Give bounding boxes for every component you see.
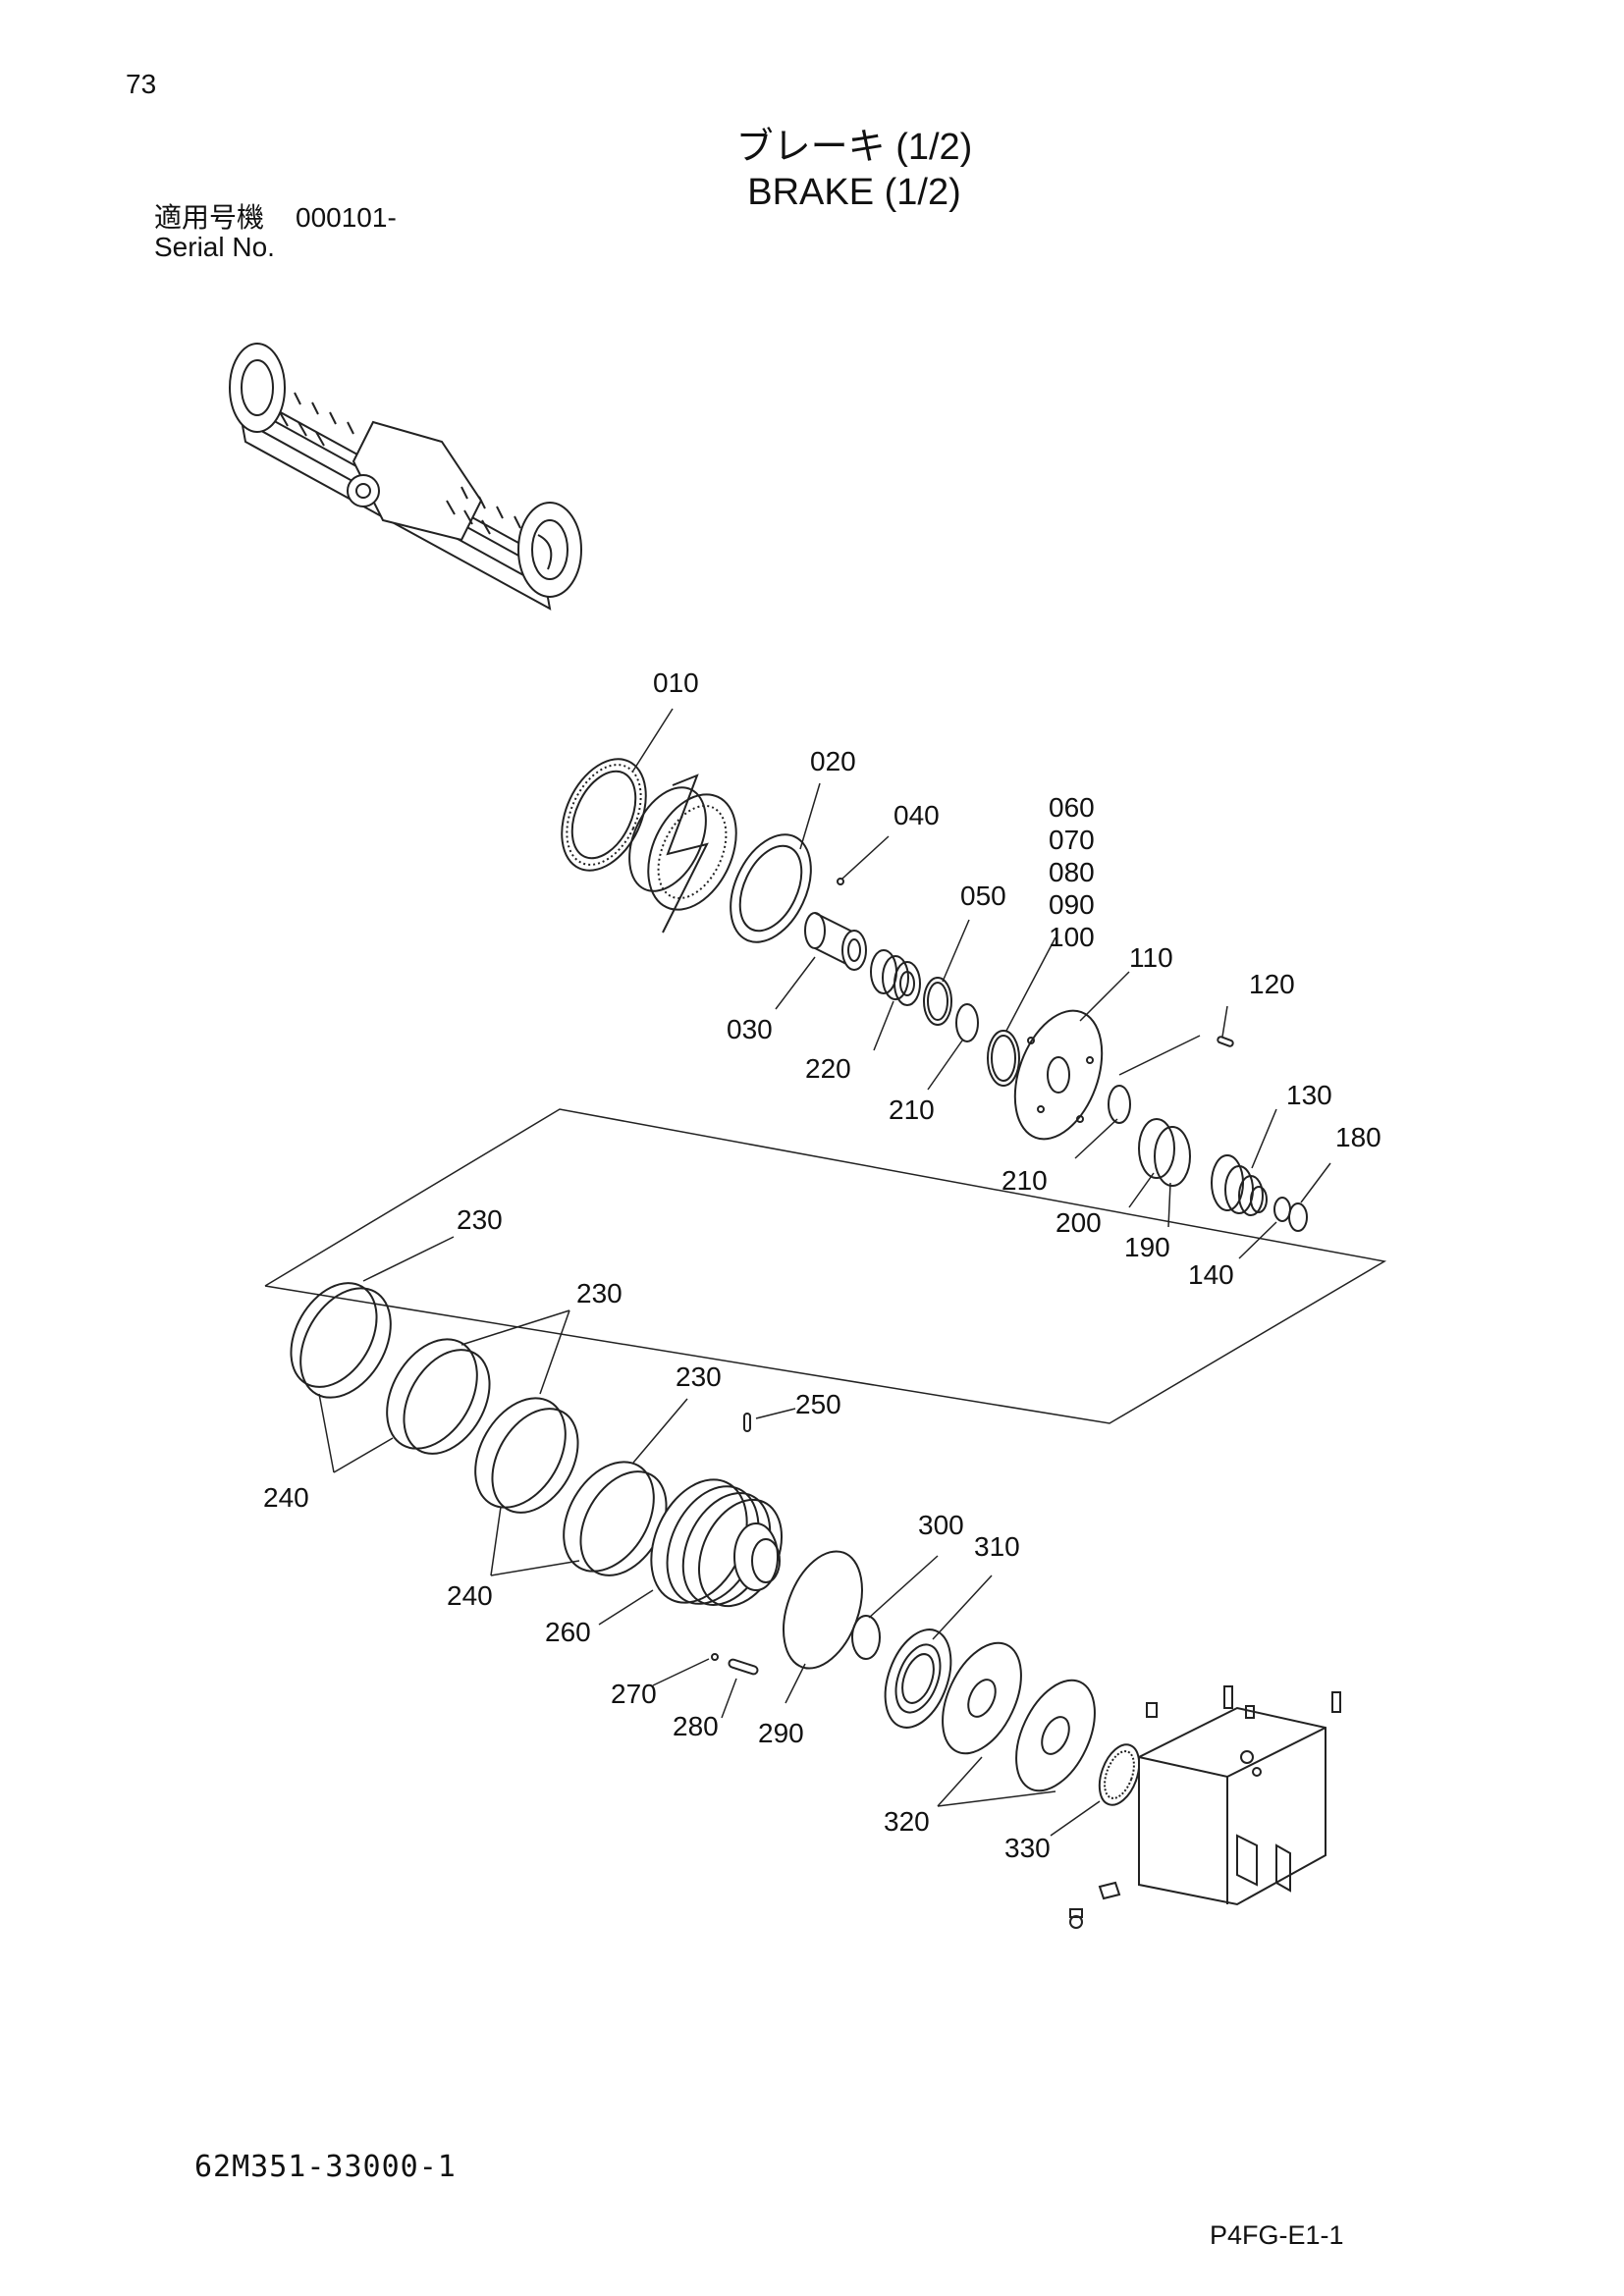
part-180-oring [1288,1202,1308,1232]
part-310-bearing [884,1629,952,1729]
part-210-oring-2 [1108,1085,1131,1124]
callout-250: 250 [795,1389,841,1419]
page-title-english: BRAKE (1/2) [747,172,961,213]
callout-040: 040 [893,800,940,830]
leader-lines [318,708,1331,1837]
callout-290: 290 [758,1718,804,1748]
part-140-oring [1273,1197,1291,1222]
part-320-plate-2 [1015,1679,1096,1792]
serial-number-label-japanese: 適用号機 000101- [154,196,397,236]
callout-010: 010 [653,667,699,698]
callout-200: 200 [1056,1207,1102,1238]
callout-270: 270 [611,1679,657,1709]
part-brake-disc-hub [628,774,737,934]
callout-labels: 010 020 040 060 070 080 090 100 050 110 … [263,667,1381,1863]
part-210-oring [955,1003,979,1042]
part-190-ring [1154,1126,1191,1187]
part-200-ring [1138,1118,1175,1179]
part-250-pin [743,1413,751,1432]
part-230-oring-1 [299,1287,392,1399]
serial-label-jp: 適用号機 [154,202,265,233]
part-270-ball [711,1653,719,1661]
part-050-ring [923,977,952,1026]
callout-240-1: 240 [263,1482,309,1513]
part-230-oring-4 [563,1461,655,1573]
part-100-ring [987,1030,1020,1087]
callout-210-2: 210 [1001,1165,1048,1196]
part-220-spring [870,949,921,1006]
part-330-snap-ring [1098,1743,1141,1806]
callout-050: 050 [960,881,1006,911]
part-320-plate-1 [942,1641,1022,1755]
part-110-cover-plate [1013,1009,1104,1141]
callout-110: 110 [1129,942,1173,973]
serial-value: 000101- [296,202,397,233]
callout-020: 020 [810,746,856,776]
callout-210: 210 [889,1095,935,1125]
callout-090: 090 [1049,889,1095,920]
callout-120: 120 [1249,969,1295,999]
serial-number-label-english: Serial No. [154,232,275,262]
callout-310: 310 [974,1531,1020,1562]
callout-100: 100 [1049,922,1095,952]
callout-030: 030 [727,1014,773,1044]
callout-140: 140 [1188,1259,1234,1290]
group-boundary-line [264,1108,1387,1424]
page-code: P4FG-E1-1 [1210,2220,1344,2250]
part-120-pin [1217,1036,1234,1047]
callout-300: 300 [918,1510,964,1540]
part-280-pin [728,1658,759,1676]
callout-280: 280 [673,1711,719,1741]
callout-230-1: 230 [457,1204,503,1235]
callout-240-2: 240 [447,1580,493,1611]
part-230-oring-2 [386,1338,478,1450]
callout-220: 220 [805,1053,851,1084]
callout-080: 080 [1049,857,1095,887]
part-260-brake-piston [650,1478,784,1608]
callout-070: 070 [1049,825,1095,855]
page-number: 73 [126,69,157,99]
callout-230-3: 230 [676,1362,722,1392]
callout-190: 190 [1124,1232,1170,1262]
callout-320: 320 [884,1806,930,1837]
callout-060: 060 [1049,792,1095,823]
drawing-number: 62M351-33000-1 [194,2150,457,2184]
part-300-oring [851,1615,881,1660]
part-040-pin [837,878,844,885]
part-130-piston [1211,1154,1268,1216]
axle-housing-illustration [1069,1685,1341,1929]
part-010-friction-disc [561,758,647,872]
callout-180: 180 [1335,1122,1381,1152]
callout-260: 260 [545,1617,591,1647]
part-230-oring-3 [474,1397,567,1509]
axle-overview-illustration [229,343,582,611]
page-title-japanese: ブレーキ (1/2) [735,127,973,168]
callout-230-2: 230 [576,1278,623,1308]
callout-330: 330 [1004,1833,1051,1863]
part-030-sleeve [804,912,867,971]
callout-130: 130 [1286,1080,1332,1110]
part-020-plate [730,833,812,943]
